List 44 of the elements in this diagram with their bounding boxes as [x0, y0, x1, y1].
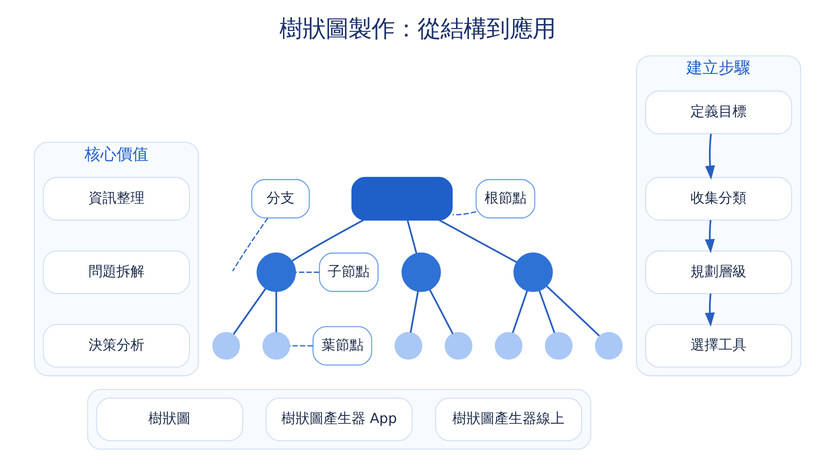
- node-circle: [262, 331, 290, 360]
- node-box: 根節點: [476, 178, 536, 218]
- node-box: 葉節點: [312, 326, 372, 366]
- connector: [546, 285, 600, 336]
- node-box: 選擇工具: [645, 323, 792, 368]
- connector: [438, 218, 517, 262]
- node-box: 規劃層級: [645, 250, 792, 294]
- connector: [290, 344, 313, 346]
- connector: [538, 290, 556, 333]
- node-box: 分支: [251, 178, 310, 218]
- node-box: 樹狀圖產生器線上: [435, 397, 582, 441]
- diagram-title: 樹狀圖製作：從結構到應用: [280, 14, 556, 42]
- connector: [512, 290, 528, 333]
- arrow: [704, 293, 715, 326]
- arrow: [704, 219, 715, 253]
- connector: [406, 219, 418, 254]
- node-box: 樹狀圖: [96, 397, 244, 441]
- node-box: 問題拆解: [42, 250, 190, 294]
- node-circle: [256, 252, 296, 292]
- node-circle: [544, 331, 573, 360]
- connector: [452, 210, 476, 215]
- connector: [232, 217, 268, 271]
- node-circle: [594, 331, 623, 360]
- node-box: 樹狀圖產生器 App: [266, 397, 413, 441]
- node-box: 決策分析: [42, 323, 190, 368]
- connector: [296, 271, 320, 272]
- connector: [292, 218, 364, 262]
- node-circle: [212, 331, 240, 360]
- node-circle: [394, 331, 422, 360]
- node-box: 定義目標: [645, 90, 792, 134]
- connector: [410, 290, 419, 332]
- node-box: [351, 176, 453, 220]
- node-circle: [494, 331, 522, 360]
- cluster: [87, 388, 592, 450]
- node-box: 收集分類: [645, 176, 792, 220]
- connector: [275, 291, 278, 332]
- node-circle: [444, 331, 472, 360]
- node-circle: [513, 252, 553, 292]
- node-box: 資訊整理: [42, 176, 190, 220]
- connector: [232, 288, 266, 334]
- connector: [428, 288, 454, 334]
- arrow: [705, 133, 715, 180]
- node-box: 子節點: [318, 252, 379, 292]
- node-circle: [402, 252, 441, 292]
